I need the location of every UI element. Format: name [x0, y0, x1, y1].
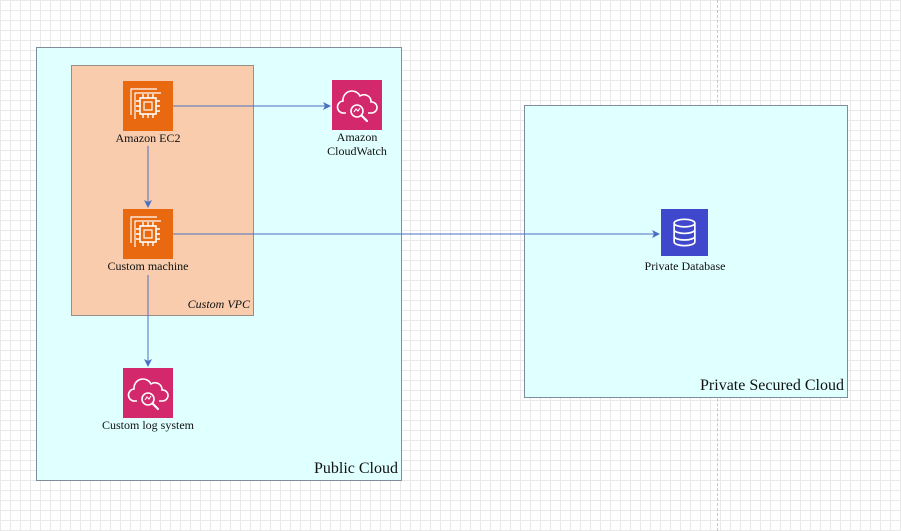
- custom-log-system-label: Custom log system: [101, 418, 194, 432]
- custom-vpc-label: Custom VPC: [187, 297, 250, 311]
- database-icon[interactable]: [661, 209, 708, 256]
- ec2-label: Amazon EC2: [115, 131, 181, 145]
- ec2-chip-icon[interactable]: [123, 81, 173, 131]
- private-database-label: Private Database: [644, 259, 726, 273]
- ec2-chip-icon[interactable]: [123, 209, 173, 259]
- cloudwatch-label-line2: CloudWatch: [327, 144, 387, 158]
- private-cloud-label: Private Secured Cloud: [700, 377, 844, 394]
- custom-machine-label: Custom machine: [107, 259, 189, 273]
- cloudwatch-label-line1: Amazon: [336, 130, 378, 144]
- cloudwatch-icon[interactable]: [332, 80, 382, 130]
- cloudwatch-icon[interactable]: [123, 368, 173, 418]
- public-cloud-label: Public Cloud: [313, 460, 398, 477]
- cloudwatch-label: Amazon CloudWatch: [287, 130, 427, 158]
